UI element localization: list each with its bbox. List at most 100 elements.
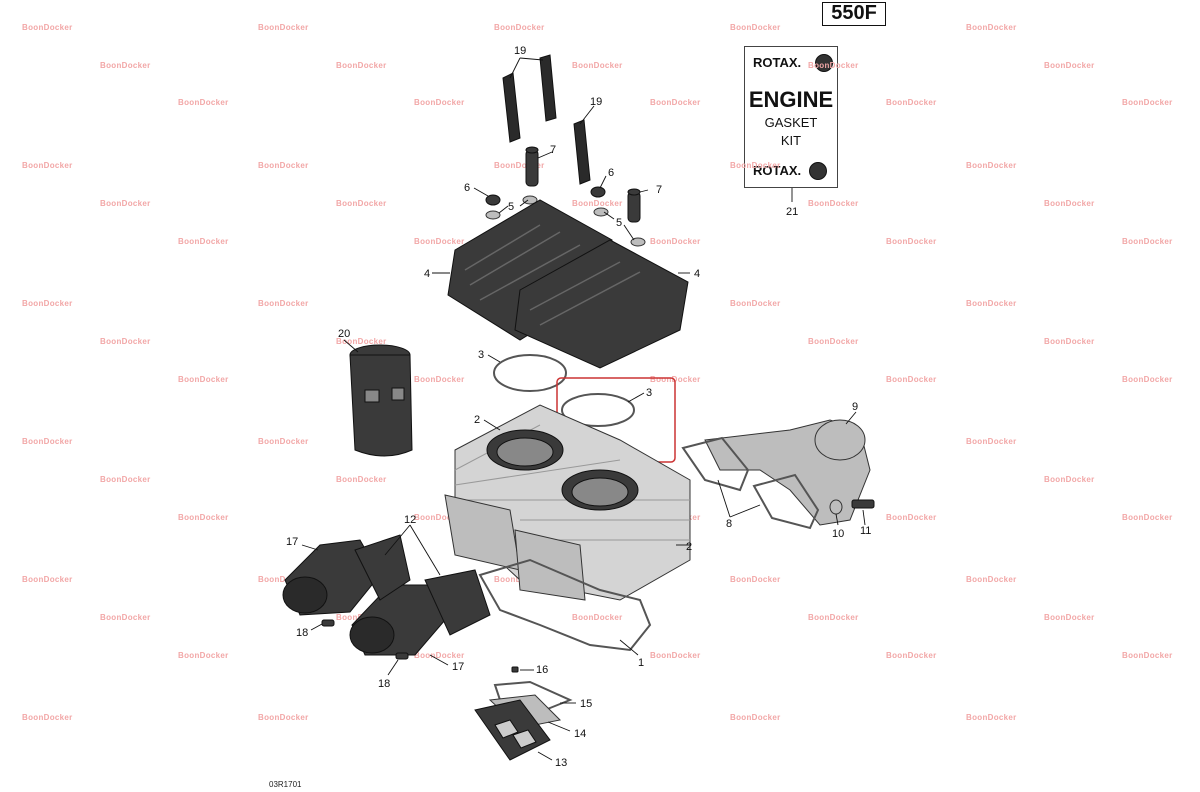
watermark: BoonDocker [258,299,309,308]
watermark: BoonDocker [22,23,73,32]
kit-brand-bottom: ROTAX. [753,163,802,178]
part-6-nuts[interactable] [485,186,606,206]
watermark: BoonDocker [966,437,1017,446]
part-3-o-rings[interactable] [493,354,635,427]
watermark: BoonDocker [730,713,781,722]
callout-19b: 19 [590,96,602,108]
callout-13: 13 [555,757,567,769]
callout-2b: 2 [686,541,692,553]
watermark: BoonDocker [414,375,465,384]
part-4-cylinder-heads[interactable] [447,199,689,369]
callout-4a: 4 [424,268,430,280]
rotax-logo-icon [815,54,833,72]
part-9-exhaust-manifold[interactable] [704,419,871,526]
callout-17a: 17 [286,536,298,548]
callout-4b: 4 [694,268,700,280]
callout-15: 15 [580,698,592,710]
watermark: BoonDocker [258,575,309,584]
watermark: BoonDocker [808,613,859,622]
part-16-screw[interactable] [511,666,519,673]
part-2-cylinders[interactable] [444,404,691,601]
watermark: BoonDocker [414,513,465,522]
watermark: BoonDocker [886,237,937,246]
callout-5b: 5 [616,217,622,229]
figure-code: 03R1701 [269,780,302,789]
watermark: BoonDocker [966,713,1017,722]
watermark: BoonDocker [886,98,937,107]
kit-title: ENGINE [748,87,834,112]
part-8-exhaust-gaskets[interactable] [681,436,820,530]
watermark: BoonDocker [100,475,151,484]
callout-18b: 18 [378,678,390,690]
watermark: BoonDocker [336,199,387,208]
watermark: BoonDocker [650,237,701,246]
kit-line1: GASKET [764,115,818,130]
watermark: BoonDocker [1044,199,1095,208]
watermark: BoonDocker [414,651,465,660]
watermark: BoonDocker [730,23,781,32]
callout-12: 12 [404,514,416,526]
watermark: BoonDocker [808,61,859,70]
watermark: BoonDocker [100,199,151,208]
watermark: BoonDocker [100,337,151,346]
watermark: BoonDocker [886,651,937,660]
part-20-cylinder-sleeve[interactable] [349,344,413,457]
watermark: BoonDocker [494,161,545,170]
watermark: BoonDocker [336,61,387,70]
part-12-reed-valves[interactable] [354,534,491,636]
watermark: BoonDocker [966,161,1017,170]
watermark: BoonDocker [1122,651,1173,660]
callout-20: 20 [338,328,350,340]
watermark: BoonDocker [1044,475,1095,484]
watermark: BoonDocker [22,437,73,446]
watermark: BoonDocker [886,513,937,522]
part-15-gasket[interactable] [493,680,573,714]
callout-17b: 17 [452,661,464,673]
part-5-washers[interactable] [485,195,646,247]
watermark: BoonDocker [22,713,73,722]
part-1-base-gasket[interactable] [478,558,652,652]
leader-lines [301,57,866,761]
part-10-washer[interactable] [829,499,843,515]
watermark: BoonDocker [886,375,937,384]
watermark: BoonDocker [650,375,701,384]
watermark: BoonDocker [650,651,701,660]
part-18-bolts[interactable] [321,619,409,660]
watermark: BoonDocker [22,161,73,170]
model-label: 550F [822,2,886,26]
watermark: BoonDocker [1122,237,1173,246]
watermark: BoonDocker [336,475,387,484]
callout-11: 11 [860,525,871,537]
watermark: BoonDocker [1122,98,1173,107]
callout-10: 10 [832,528,844,540]
callout-7b: 7 [656,184,662,196]
callout-2a: 2 [474,414,480,426]
part-7-studs[interactable] [525,146,641,223]
engine-gasket-kit[interactable]: ROTAX. ENGINE GASKET KIT ROTAX. [744,46,838,188]
watermark: BoonDocker [258,713,309,722]
watermark: BoonDocker [178,237,229,246]
watermark: BoonDocker [336,337,387,346]
watermark: BoonDocker [414,237,465,246]
watermark: BoonDocker [730,299,781,308]
watermark: BoonDocker [22,299,73,308]
callout-18a: 18 [296,627,308,639]
part-19-covers[interactable] [502,54,591,185]
callout-1: 1 [638,657,644,669]
callout-6b: 6 [608,167,614,179]
watermark: BoonDocker [178,513,229,522]
part-13-cover[interactable] [474,699,551,761]
callout-7a: 7 [550,144,556,156]
callout-16: 16 [536,664,548,676]
watermark: BoonDocker [808,199,859,208]
part-17-intake-flanges[interactable] [282,539,446,656]
watermark: BoonDocker [100,613,151,622]
watermark: BoonDocker [22,575,73,584]
watermark: BoonDocker [178,98,229,107]
watermark: BoonDocker [572,199,623,208]
watermark: BoonDocker [178,651,229,660]
watermark: BoonDocker [808,337,859,346]
part-11-bolt[interactable] [851,499,875,509]
